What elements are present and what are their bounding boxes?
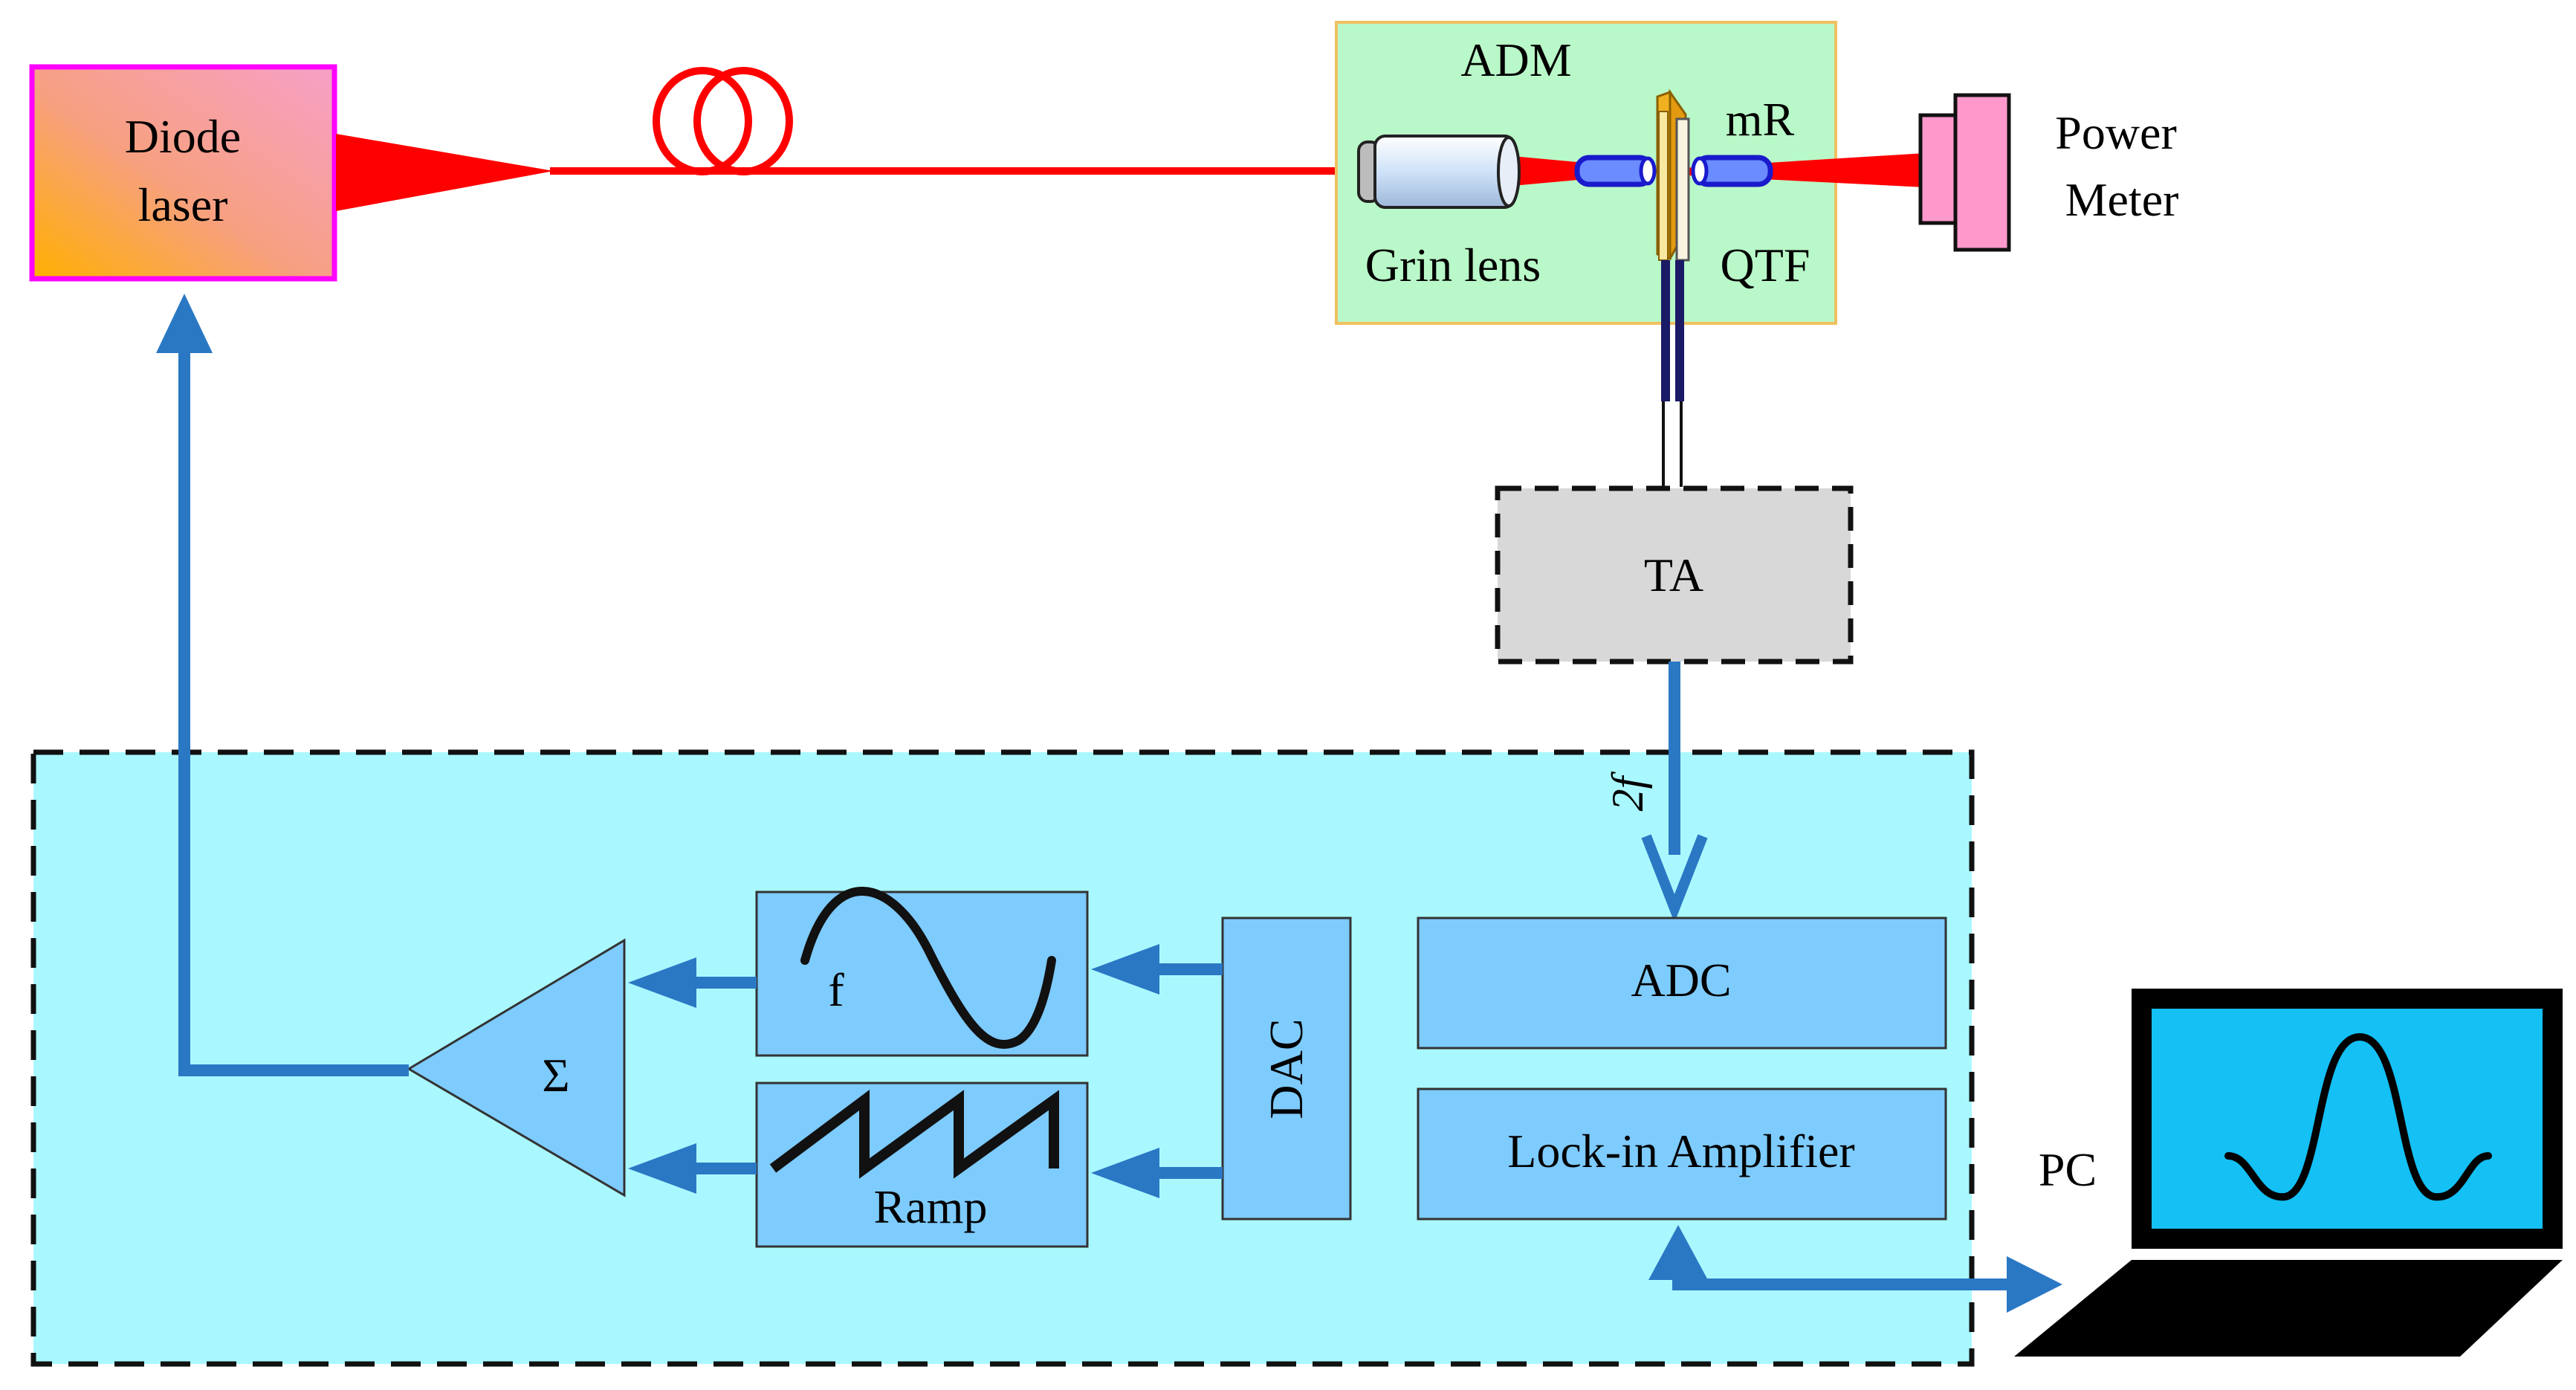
sigma-label: Σ — [542, 1049, 569, 1102]
two-f-label: 2f — [1603, 771, 1652, 811]
sum-to-laser-arrow — [156, 294, 409, 1076]
adc-block — [1417, 917, 1947, 1050]
power-meter — [1918, 93, 2011, 252]
ta-label: TA — [1644, 549, 1703, 601]
lock-in-amplifier-block — [1417, 1087, 1947, 1221]
grin-lens-icon — [1357, 135, 1521, 209]
sine-wave-icon — [800, 887, 1056, 1049]
f-label: f — [828, 963, 844, 1016]
dac-to-ramp-arrow — [1091, 1148, 1223, 1198]
ramp-label: Ramp — [874, 1180, 988, 1233]
dac-to-sine-arrow — [1091, 944, 1223, 995]
laser-beam-cone — [336, 134, 554, 211]
laptop-icon — [2014, 989, 2563, 1357]
summing-amplifier-icon — [407, 938, 626, 1197]
dac-block — [1221, 917, 1352, 1221]
mr-label: mR — [1726, 93, 1795, 146]
adc-label: ADC — [1631, 954, 1731, 1006]
fiber-coil-icon — [653, 67, 793, 175]
grin-lens-label: Grin lens — [1365, 239, 1541, 291]
sawtooth-icon — [769, 1090, 1059, 1179]
diverging-beam — [1659, 153, 1925, 187]
ramp-to-sum-arrow — [628, 1143, 757, 1194]
ta-block — [1495, 485, 1854, 665]
dac-label: DAC — [1260, 1018, 1313, 1119]
sine-to-sum-arrow — [628, 957, 757, 1008]
qtf-label: QTF — [1721, 239, 1810, 291]
lockin-pc-link-arrow — [1648, 1225, 2062, 1313]
qtf-leads — [1661, 260, 1684, 487]
adm-label: ADM — [1460, 33, 1571, 86]
pc-label: PC — [2039, 1143, 2097, 1196]
lock-in-amplifier-label: Lock-in Amplifier — [1507, 1125, 1854, 1177]
power-meter-label: Power Meter — [2055, 106, 2189, 226]
micro-resonator-tubes — [1574, 155, 1773, 187]
sine-generator-block — [755, 890, 1089, 1057]
ta-to-adc-arrowhead — [1641, 834, 1708, 923]
tuning-fork-icon — [1656, 88, 1690, 262]
